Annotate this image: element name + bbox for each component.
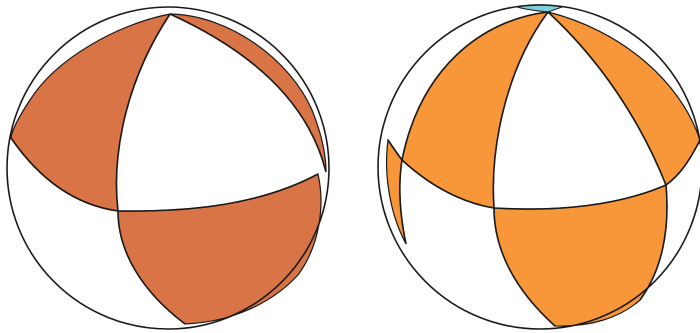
right-beachball [378,5,700,329]
left-beachball [7,7,329,329]
